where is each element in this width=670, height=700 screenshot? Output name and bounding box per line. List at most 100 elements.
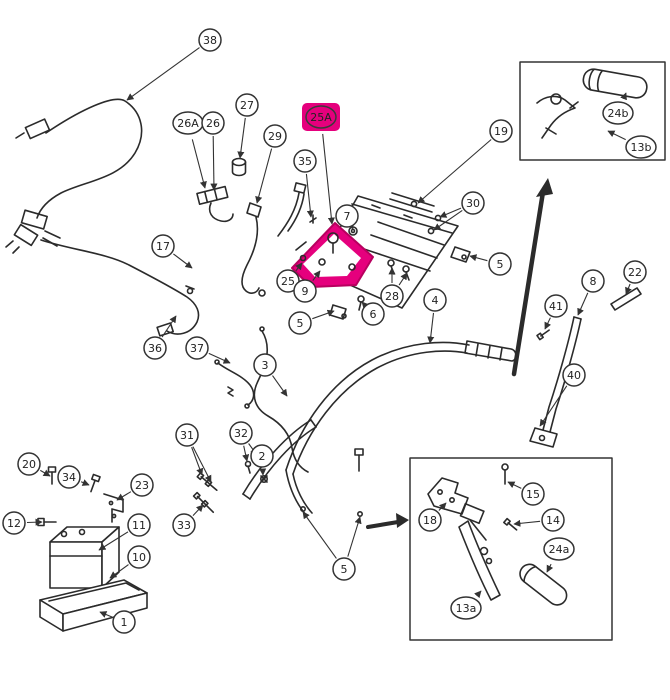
svg-text:34: 34 [62,471,76,484]
callout-19: 19 [489,119,513,143]
callout-14: 14 [541,508,565,532]
svg-text:13b: 13b [631,141,652,154]
callout-15: 15 [521,482,545,506]
callout-3: 3 [253,353,277,377]
svg-text:14: 14 [546,514,560,527]
callout-7: 7 [335,204,359,228]
svg-text:6: 6 [370,308,377,321]
svg-text:25A: 25A [310,111,332,124]
svg-text:29: 29 [268,130,282,143]
svg-text:17: 17 [156,240,170,253]
bracket-29-cable [241,202,266,297]
callout-24b: 24b [602,101,634,125]
svg-text:1: 1 [121,616,128,629]
svg-text:22: 22 [628,266,642,279]
svg-text:41: 41 [549,300,563,313]
svg-text:28: 28 [385,290,399,303]
svg-text:7: 7 [344,210,351,223]
svg-text:12: 12 [7,517,21,530]
svg-text:5: 5 [341,563,348,576]
svg-text:11: 11 [132,519,146,532]
inset-pointer-arrow [366,513,409,529]
callout-13b: 13b [625,135,657,159]
callout-1: 1 [112,610,136,634]
callout-34: 34 [57,465,81,489]
cable-35 [277,182,307,237]
callout-25A: 25A [302,103,340,131]
svg-text:24a: 24a [549,543,570,556]
callout-26A: 26A [172,111,204,135]
handlebar [285,340,517,517]
svg-text:36: 36 [148,342,162,355]
svg-text:5: 5 [297,317,304,330]
callout-37: 37 [185,336,209,360]
svg-text:32: 32 [234,427,248,440]
inset-bottom-right [409,457,613,641]
line-art [5,61,666,641]
svg-text:5: 5 [497,258,504,271]
svg-text:27: 27 [240,99,254,112]
svg-text:8: 8 [590,275,597,288]
svg-text:33: 33 [177,519,191,532]
callout-18: 18 [418,508,442,532]
svg-text:40: 40 [567,369,581,382]
callout-11: 11 [127,513,151,537]
svg-text:26: 26 [206,117,220,130]
callout-17: 17 [151,234,175,258]
svg-text:30: 30 [466,197,480,210]
svg-text:2: 2 [259,450,266,463]
svg-text:37: 37 [190,342,204,355]
callout-8: 8 [581,269,605,293]
svg-text:10: 10 [132,551,146,564]
callout-27: 27 [235,93,259,117]
clamp-bracket-26 [196,185,234,223]
callout-13a: 13a [450,596,482,620]
callout-5: 5 [332,557,356,581]
callout-23: 23 [130,473,154,497]
callout-28: 28 [380,284,404,308]
svg-text:20: 20 [22,458,36,471]
callout-20: 20 [17,452,41,476]
svg-text:38: 38 [203,34,217,47]
battery-assembly [37,466,148,632]
svg-text:3: 3 [262,359,269,372]
wiring-harness [5,98,200,337]
callout-41: 41 [544,294,568,318]
svg-text:25: 25 [281,275,295,288]
svg-text:15: 15 [526,488,540,501]
svg-text:35: 35 [298,155,312,168]
callout-5: 5 [288,311,312,335]
callout-38: 38 [198,28,222,52]
svg-text:24b: 24b [608,107,629,120]
svg-text:9: 9 [302,285,309,298]
big-arrow [511,178,553,377]
callout-25: 25 [276,269,300,293]
svg-text:19: 19 [494,125,508,138]
svg-text:18: 18 [423,514,437,527]
callout-10: 10 [127,545,151,569]
callout-29: 29 [263,124,287,148]
svg-text:13a: 13a [456,602,477,615]
svg-text:26A: 26A [177,117,199,130]
cap-27 [231,157,247,177]
callout-35: 35 [293,149,317,173]
callout-40: 40 [562,363,586,387]
svg-text:4: 4 [432,294,439,307]
callout-26: 26 [201,111,225,135]
callout-22: 22 [623,260,647,284]
callout-36: 36 [143,336,167,360]
callout-30: 30 [461,191,485,215]
callout-5: 5 [488,252,512,276]
callout-4: 4 [423,288,447,312]
lower-tube [192,419,317,514]
callout-9: 9 [293,279,317,303]
callout-6: 6 [361,302,385,326]
callout-2: 2 [250,444,274,468]
svg-text:31: 31 [180,429,194,442]
callout-33: 33 [172,513,196,537]
svg-text:23: 23 [135,479,149,492]
callout-12: 12 [2,511,26,535]
